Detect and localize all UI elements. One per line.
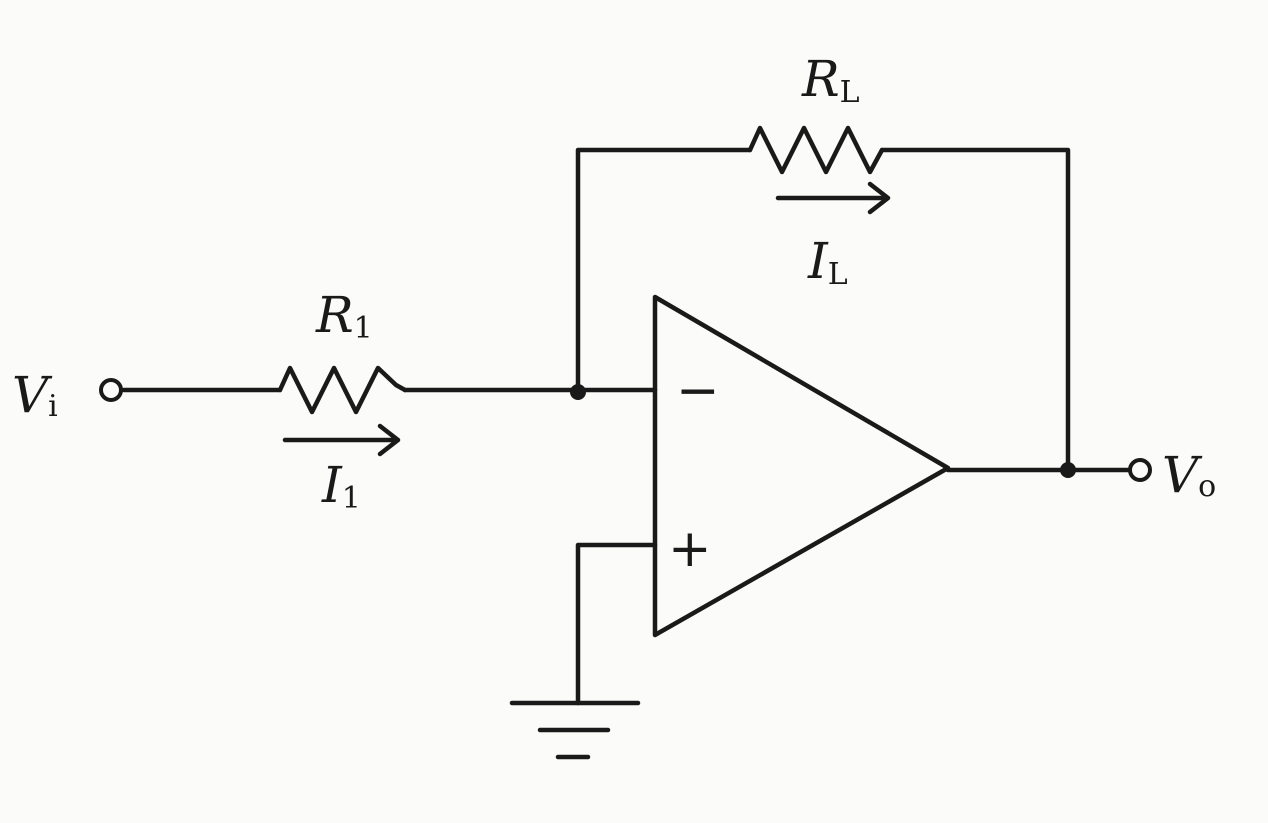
input-resistor-label: R1: [315, 286, 373, 346]
feedback-resistor-label: RL: [801, 50, 860, 110]
feedback-wire-left: [575, 147, 753, 393]
input-voltage-label: Vi: [12, 366, 58, 424]
feedback-resistor-rl: [747, 125, 885, 175]
ground-symbol: [509, 700, 641, 760]
output-terminal: [1128, 458, 1152, 482]
inverting-junction-dot: [570, 384, 586, 400]
op-amp-triangle: [652, 294, 951, 638]
input-current-arrow: [282, 423, 401, 457]
non-inverting-ground-wire: [575, 542, 658, 706]
output-voltage-label: Vo: [1162, 446, 1216, 504]
feedback-wire-right: [879, 147, 1071, 473]
input-resistor-r1: [277, 365, 408, 415]
input-current-label: I1: [321, 456, 361, 516]
feedback-current-label: IL: [807, 232, 848, 292]
feedback-current-arrow: [775, 181, 891, 215]
non-inverting-input-sign: +: [668, 519, 712, 579]
output-junction-dot: [1060, 462, 1076, 478]
inverting-input-sign: −: [676, 361, 720, 421]
input-terminal: [99, 378, 123, 402]
